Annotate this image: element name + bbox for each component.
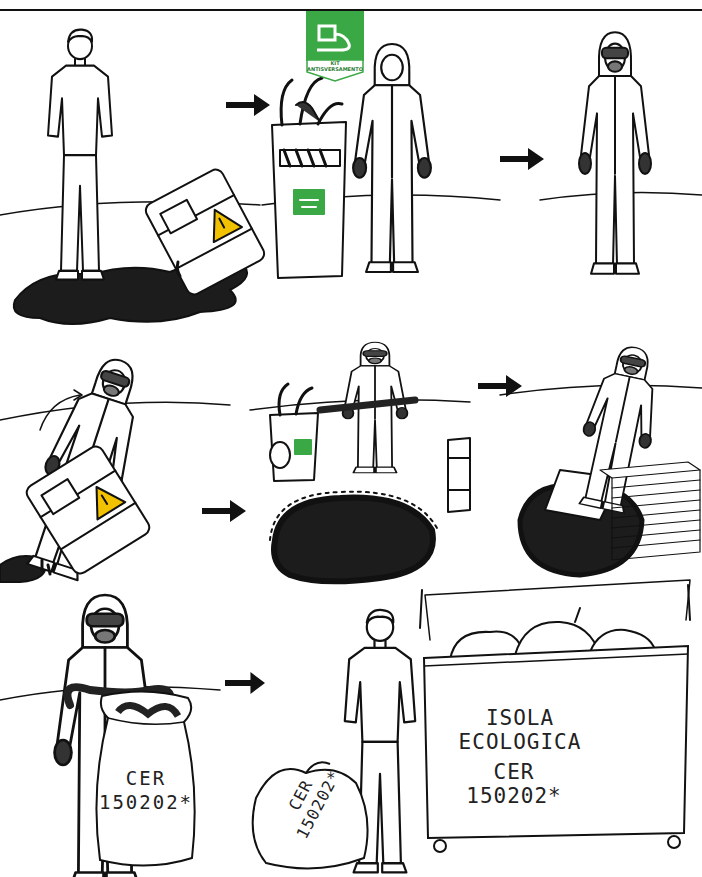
panel-lift-barrel [0,348,159,584]
drawing-stroke [320,400,415,410]
drawing-stroke [15,348,159,584]
panel-kit [272,44,431,278]
drawing-stroke [118,705,178,716]
drawing-stroke [281,78,342,125]
drawing-stroke [568,341,669,516]
drawing-stroke [270,492,438,540]
drawing-stroke [307,12,363,60]
drawing-stroke [279,384,312,415]
drawing-stroke [15,348,159,584]
drawing-stroke [177,262,180,276]
step-arrow [500,148,544,170]
drawing-stroke [317,26,349,50]
panel-spill [14,30,267,324]
drawing-stroke [300,200,318,207]
drawing-stroke [424,646,688,838]
panel-disposal [345,580,690,872]
node-sublabel: CER 150202* [454,760,574,808]
drawing-stroke [294,190,324,214]
drawing-stroke [270,442,290,468]
waste-bag: CER 150202* [246,758,374,872]
top-rule [0,9,702,11]
step-arrow [226,94,270,116]
node-label: ISOLA ECOLOGICA [440,706,600,754]
drawing-stroke [270,413,318,481]
drawing-stroke [280,150,340,166]
panel-containment [270,342,470,581]
drawing-stroke [448,438,470,512]
drawing-stroke [600,462,700,478]
drawing-stroke [108,718,184,724]
drawing-stroke [353,44,431,272]
drawing-stroke [24,443,153,576]
drawing-stroke [424,654,688,666]
panel-absorb [520,341,700,575]
drawing-stroke [434,840,446,852]
node-label: KIT ANTISVERSAMENTO [307,61,363,72]
protected-worker [579,32,651,274]
absorbent-pads [600,462,700,560]
drawing-stroke [668,836,680,848]
ecological-bin: ISOLA ECOLOGICA CER 150202* [418,628,694,854]
drawing-stroke [295,440,311,454]
step-arrow [202,500,246,522]
drawing-stroke [272,122,346,278]
drawing-stroke [48,30,112,280]
drawing-stroke [74,390,82,400]
node-label: CER 150202* [96,766,196,814]
drawing-stroke [307,60,363,81]
step-arrow [225,672,265,694]
drawing-stroke [448,458,470,490]
step-arrow [478,375,522,397]
drawing-stroke [284,150,326,166]
drawing-stroke [296,102,320,122]
drawing-stroke [612,470,700,560]
drawing-stroke [575,608,580,622]
drawing-stroke [612,480,700,548]
drawing-stroke [42,560,50,574]
kit-sign: KIT ANTISVERSAMENTO [305,10,365,82]
drawing-stroke [568,341,669,516]
waste-bag: CER 150202* [88,688,204,872]
drawing-stroke [274,498,433,582]
drawing-stroke [143,167,267,297]
drawing-stroke [24,443,153,576]
drawing-stroke [143,167,267,297]
